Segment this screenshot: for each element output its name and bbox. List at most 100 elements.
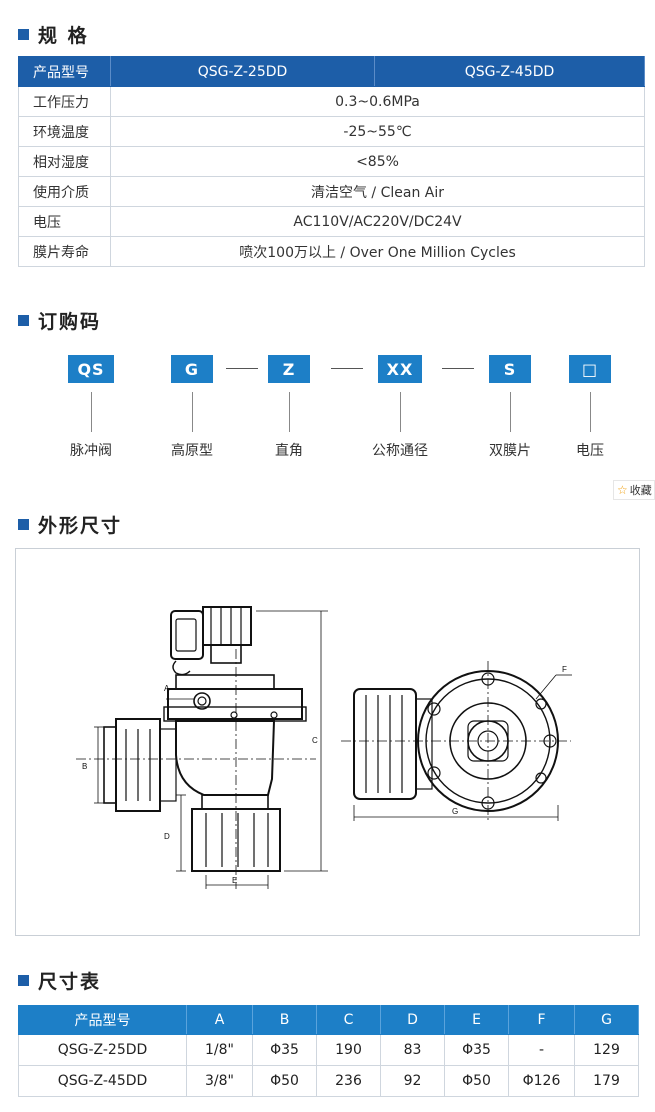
dims-title-text: 尺寸表	[38, 970, 102, 993]
spec-row-label: 膜片寿命	[18, 236, 111, 267]
code-label-double-diaphragm: 双膜片	[489, 443, 531, 459]
code-box-qs: QS	[68, 355, 114, 383]
spec-header-model-1: QSG-Z-25DD	[110, 56, 375, 87]
spec-row-label: 相对湿度	[18, 146, 111, 177]
dim-cell: Φ126	[508, 1065, 575, 1097]
table-row: QSG-Z-25DD 1/8" Φ35 190 83 Φ35 - 129	[18, 1034, 639, 1066]
dim-cell: 3/8"	[186, 1065, 253, 1097]
dim-header-cell: E	[444, 1005, 509, 1035]
code-box-s: S	[489, 355, 531, 383]
spec-row-label: 使用介质	[18, 176, 111, 207]
table-row: 环境温度 -25~55℃	[18, 116, 645, 147]
table-row: QSG-Z-45DD 3/8" Φ50 236 92 Φ50 Φ126 179	[18, 1065, 639, 1097]
dim-header-cell: C	[316, 1005, 381, 1035]
dim-cell: 236	[316, 1065, 381, 1097]
spec-table-header: 产品型号 QSG-Z-25DD QSG-Z-45DD	[18, 56, 645, 87]
table-row: 膜片寿命 喷次100万以上 / Over One Million Cycles	[18, 236, 645, 267]
dim-label-a: A	[164, 684, 170, 693]
code-label-voltage: 电压	[576, 443, 604, 459]
dim-cell: Φ50	[444, 1065, 509, 1097]
section-square-icon	[18, 28, 29, 40]
spec-row-value: 清洁空气 / Clean Air	[110, 176, 645, 207]
spec-row-value: -25~55℃	[110, 116, 645, 147]
dim-cell: 92	[380, 1065, 445, 1097]
code-box-voltage: □	[569, 355, 611, 383]
code-label-nominal-diameter: 公称通径	[372, 443, 428, 459]
dim-header-cell: D	[380, 1005, 445, 1035]
dimension-lines	[94, 610, 328, 889]
dim-label-g: G	[452, 807, 458, 816]
code-leader-line	[400, 392, 401, 432]
section-square-icon	[18, 518, 29, 530]
dim-cell: Φ50	[252, 1065, 317, 1097]
section-square-icon	[18, 314, 29, 326]
favorite-button[interactable]: ☆ 收藏	[613, 480, 655, 500]
dim-header-cell: B	[252, 1005, 317, 1035]
dimension-lines-front	[353, 674, 572, 821]
table-row: 工作压力 0.3~0.6MPa	[18, 86, 645, 117]
spec-table: 产品型号 QSG-Z-25DD QSG-Z-45DD 工作压力 0.3~0.6M…	[18, 56, 645, 267]
dims-section-title: 尺寸表	[18, 968, 102, 993]
valve-side-view	[76, 606, 316, 889]
code-leader-line	[192, 392, 193, 432]
dim-header-cell: A	[186, 1005, 253, 1035]
dim-label-b: B	[82, 762, 87, 771]
dim-header-cell: F	[508, 1005, 575, 1035]
spec-section-title: 规 格	[18, 22, 89, 47]
code-dash	[442, 368, 474, 369]
spec-row-value: <85%	[110, 146, 645, 177]
dim-label-e: E	[232, 876, 237, 885]
code-box-z: Z	[268, 355, 310, 383]
dim-cell: QSG-Z-25DD	[18, 1034, 187, 1066]
dim-cell: 83	[380, 1034, 445, 1066]
valve-front-view	[341, 661, 571, 821]
spec-row-label: 环境温度	[18, 116, 111, 147]
table-row: 电压 AC110V/AC220V/DC24V	[18, 206, 645, 237]
dimension-table: 产品型号 A B C D E F G QSG-Z-25DD 1/8" Φ35 1…	[18, 1005, 639, 1097]
dim-cell: 179	[574, 1065, 639, 1097]
code-label-plateau: 高原型	[171, 443, 213, 459]
table-row: 相对湿度 <85%	[18, 146, 645, 177]
code-leader-line	[590, 392, 591, 432]
spec-title-text: 规 格	[38, 24, 89, 47]
dim-header-cell: 产品型号	[18, 1005, 187, 1035]
code-label-right-angle: 直角	[275, 443, 303, 459]
dim-table-header: 产品型号 A B C D E F G	[18, 1005, 639, 1035]
spec-header-model-2: QSG-Z-45DD	[374, 56, 645, 87]
dim-cell: -	[508, 1034, 575, 1066]
order-section-title: 订购码	[18, 308, 102, 333]
dim-cell: 129	[574, 1034, 639, 1066]
dim-cell: 190	[316, 1034, 381, 1066]
shape-section-title: 外形尺寸	[18, 512, 123, 537]
code-dash	[226, 368, 258, 369]
favorite-label: 收藏	[629, 484, 652, 497]
dim-cell: 1/8"	[186, 1034, 253, 1066]
valve-drawing: A B C D E F G	[76, 606, 572, 889]
dim-cell: Φ35	[444, 1034, 509, 1066]
spec-header-label: 产品型号	[18, 56, 111, 87]
dim-header-cell: G	[574, 1005, 639, 1035]
spec-row-value: 0.3~0.6MPa	[110, 86, 645, 117]
code-box-g: G	[171, 355, 213, 383]
dim-cell: Φ35	[252, 1034, 317, 1066]
technical-drawing-frame: A B C D E F G	[15, 548, 640, 936]
star-icon: ☆	[617, 483, 628, 497]
dim-label-f: F	[562, 665, 567, 674]
code-label-pulse-valve: 脉冲阀	[70, 443, 112, 459]
spec-row-label: 电压	[18, 206, 111, 237]
code-leader-line	[510, 392, 511, 432]
dim-label-c: C	[312, 736, 318, 745]
code-dash	[331, 368, 363, 369]
table-row: 使用介质 清洁空气 / Clean Air	[18, 176, 645, 207]
code-leader-line	[289, 392, 290, 432]
code-box-xx: XX	[378, 355, 422, 383]
spec-row-value: AC110V/AC220V/DC24V	[110, 206, 645, 237]
spec-row-label: 工作压力	[18, 86, 111, 117]
dim-cell: QSG-Z-45DD	[18, 1065, 187, 1097]
section-square-icon	[18, 974, 29, 986]
shape-title-text: 外形尺寸	[38, 514, 123, 537]
code-leader-line	[91, 392, 92, 432]
order-title-text: 订购码	[38, 310, 102, 333]
dim-label-d: D	[164, 832, 170, 841]
spec-row-value: 喷次100万以上 / Over One Million Cycles	[110, 236, 645, 267]
